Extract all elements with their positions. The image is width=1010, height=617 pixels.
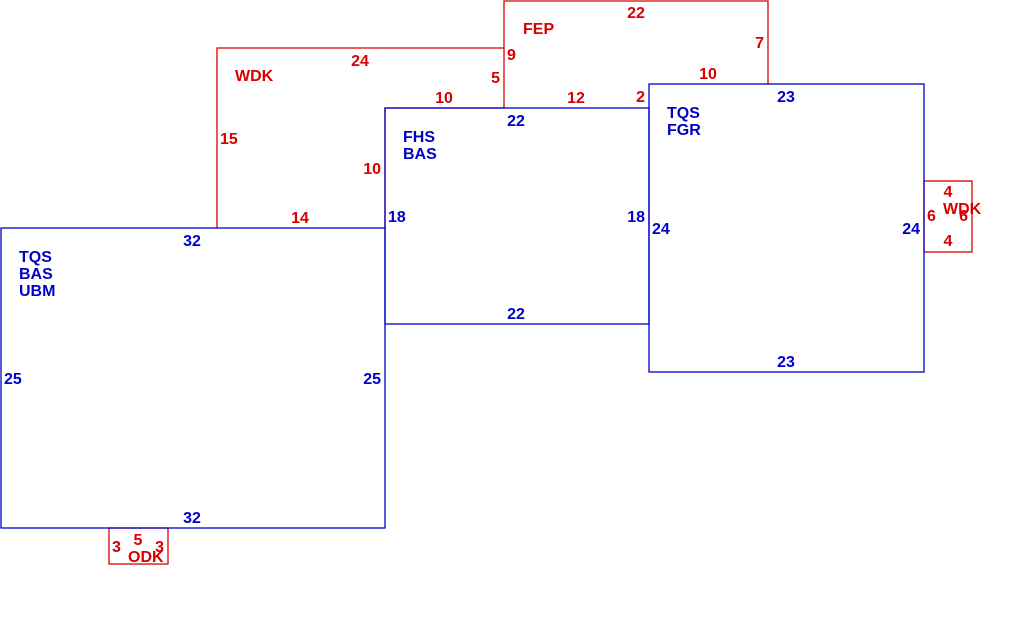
dim-fep-top: 22 <box>627 5 645 22</box>
dim-tqs-bas-ubm-bottom: 32 <box>183 510 201 527</box>
room-name-wdk-small: WDK <box>943 201 982 218</box>
dim-tqs-fgr-top: 23 <box>777 89 795 106</box>
room-name-tqs-fgr-line1: TQS <box>667 105 700 122</box>
dim-fep-left: 9 <box>507 47 516 64</box>
dim-fhs-bas-bottom: 22 <box>507 306 525 323</box>
dim-wdk-main-top: 24 <box>351 53 369 70</box>
dim-wdk-small-right: 6 <box>959 208 968 225</box>
dim-tqs-fgr-left: 24 <box>652 221 670 238</box>
dim-fhs-bas-top: 22 <box>507 113 525 130</box>
room-outline-tqs-bas-ubm <box>0 227 386 529</box>
room-name-tqs-bas-ubm-line3: UBM <box>19 283 55 300</box>
dim-wdk-main-right-upper: 5 <box>491 70 500 87</box>
dim-wdk-main-left: 15 <box>220 131 238 148</box>
room-outline-wdk-main <box>216 47 504 228</box>
room-outline-tqs-fgr <box>648 83 925 373</box>
dim-fep-step: 2 <box>636 89 645 106</box>
room-name-odk: ODK <box>128 549 164 566</box>
dim-wdk-small-left: 6 <box>927 208 936 225</box>
dim-fhs-bas-right: 18 <box>627 209 645 226</box>
dim-fep-right: 7 <box>755 35 764 52</box>
dim-wdk-main-step-side: 10 <box>363 161 381 178</box>
dim-wdk-main-bottom: 14 <box>291 210 309 227</box>
room-outline-fep <box>503 0 769 108</box>
dim-tqs-fgr-right: 24 <box>902 221 920 238</box>
dim-tqs-bas-ubm-top: 32 <box>183 233 201 250</box>
dim-wdk-small-top: 4 <box>944 184 953 201</box>
room-name-wdk-main: WDK <box>235 68 274 85</box>
dim-tqs-bas-ubm-right: 25 <box>363 371 381 388</box>
room-names: TQS BAS UBM FHS BAS TQS FGR WDK FEP WDK … <box>19 21 982 566</box>
room-name-fep: FEP <box>523 21 554 38</box>
dim-odk-top: 5 <box>134 532 143 549</box>
dim-tqs-fgr-bottom: 23 <box>777 354 795 371</box>
room-name-tqs-fgr-line2: FGR <box>667 122 701 139</box>
dim-odk-right: 3 <box>155 539 164 556</box>
dim-fhs-bas-left: 18 <box>388 209 406 226</box>
room-name-fhs-bas-line2: BAS <box>403 146 437 163</box>
dim-tqs-bas-ubm-left: 25 <box>4 371 22 388</box>
dim-wdk-main-step-top: 10 <box>435 90 453 107</box>
dimension-labels: 32 32 25 25 22 22 18 18 23 23 24 24 24 1… <box>4 5 968 556</box>
room-name-fhs-bas-line1: FHS <box>403 129 435 146</box>
dim-wdk-small-bottom: 4 <box>944 233 953 250</box>
dim-fep-bottom-right: 10 <box>699 66 717 83</box>
room-outlines <box>0 0 973 565</box>
room-name-tqs-bas-ubm-line2: BAS <box>19 266 53 283</box>
room-name-tqs-bas-ubm-line1: TQS <box>19 249 52 266</box>
dim-fep-bottom-mid: 12 <box>567 90 585 107</box>
dim-odk-left: 3 <box>112 539 121 556</box>
